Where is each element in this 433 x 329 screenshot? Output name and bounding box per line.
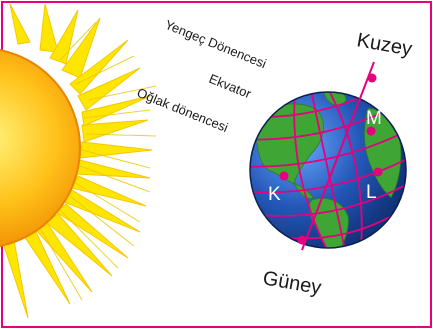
point-l-dot — [374, 168, 383, 177]
south-label: Güney — [261, 267, 323, 299]
point-k-dot — [280, 172, 289, 181]
north-label: Kuzey — [355, 29, 414, 60]
point-k-label: K — [268, 184, 281, 205]
point-m-label: M — [366, 108, 382, 129]
point-l-label: L — [366, 182, 377, 203]
south-pole-point — [298, 236, 307, 245]
tropic-cancer-label: Yengeç Dönencesi — [163, 17, 269, 71]
equator-label: Ekvator — [207, 71, 254, 102]
earth-globe — [235, 77, 422, 272]
north-pole-point — [368, 74, 377, 83]
